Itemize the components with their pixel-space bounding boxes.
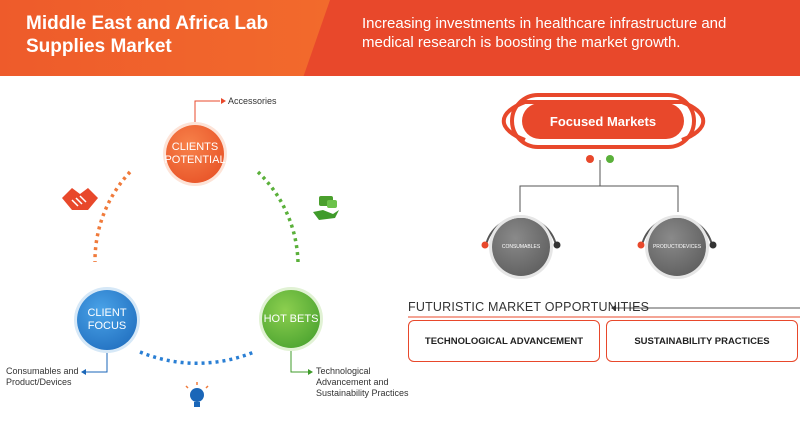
consumables-left-dot <box>481 241 489 249</box>
orange-arc <box>93 170 132 263</box>
lightbulb-icon <box>185 382 209 407</box>
blue-arc <box>139 350 255 366</box>
product-devices-circle: PRODUCT/DEVICES <box>648 218 706 276</box>
accessories-label: Accessories <box>228 96 277 106</box>
consumables-ring <box>485 216 557 246</box>
technological-advancement-box: TECHNOLOGICAL ADVANCEMENT <box>408 320 600 362</box>
accessories-arrow <box>221 98 226 104</box>
handshake-icon <box>62 188 98 210</box>
tree-connector <box>519 160 601 212</box>
focused-ring-outline <box>510 93 696 149</box>
hot-bets-circle: HOT BETS <box>262 290 320 348</box>
header-banner: Middle East and Africa Lab Supplies Mark… <box>0 0 800 76</box>
header-description: Increasing investments in healthcare inf… <box>362 15 727 51</box>
red-dot <box>586 155 594 163</box>
futuristic-opportunities-title: FUTURISTIC MARKET OPPORTUNITIES <box>408 300 650 314</box>
consumables-circle: CONSUMABLES <box>492 218 550 276</box>
green-dot <box>606 155 614 163</box>
client-focus-arrow <box>81 369 86 375</box>
client-focus-label: Consumables and Product/Devices <box>6 366 79 387</box>
green-arc <box>256 170 300 263</box>
page-title: Middle East and Africa Lab Supplies Mark… <box>26 13 269 57</box>
money-hand-icon <box>313 196 339 220</box>
hot-bets-arrow <box>308 369 313 375</box>
consumables-right-dot <box>553 241 561 249</box>
header-title-panel <box>0 0 330 76</box>
focused-markets-title: Focused Markets <box>522 103 684 139</box>
clients-potential-circle: CLIENTS POTENTIAL <box>164 125 226 183</box>
product-ring <box>641 216 713 246</box>
product-left-dot <box>637 241 645 249</box>
client-focus-connector <box>86 350 108 373</box>
accessories-connector <box>194 100 220 125</box>
hot-bets-label: Technological Advancement and Sustainabi… <box>316 366 409 398</box>
client-focus-circle: CLIENT FOCUS <box>77 290 137 350</box>
futuristic-arrow <box>611 305 616 311</box>
tree-connector-right <box>600 185 679 212</box>
sustainability-practices-box: SUSTAINABILITY PRACTICES <box>606 320 798 362</box>
product-right-dot <box>709 241 717 249</box>
hot-bets-connector <box>290 348 308 373</box>
focused-ring <box>501 100 706 142</box>
